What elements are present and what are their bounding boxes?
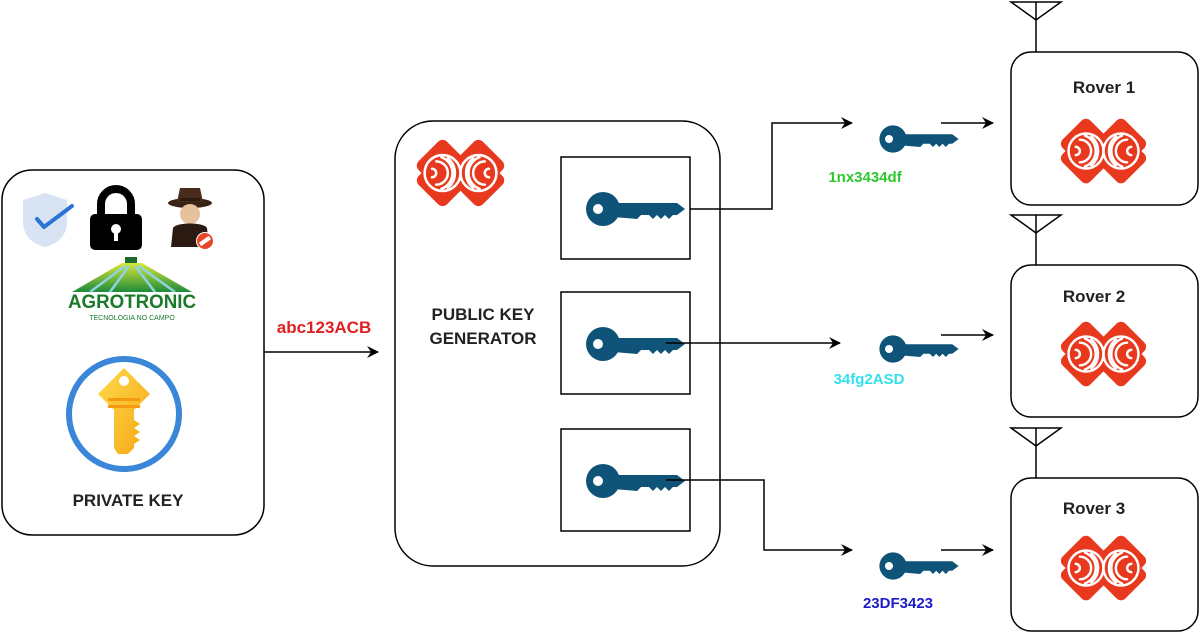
transmitted-key-1: 1nx3434df [828, 117, 994, 186]
rover-frame [1010, 51, 1199, 206]
public-key-icon [879, 552, 959, 580]
public-key-value: 34fg2ASD [834, 371, 905, 388]
agrotronic-logo: AGROTRONIC TECNOLOGIA NO CAMPO [68, 257, 196, 322]
transmitted-key-2: 34fg2ASD [834, 329, 994, 388]
private-key-label: PRIVATE KEY [73, 491, 184, 510]
generator-title-line1: PUBLIC KEY [432, 305, 536, 324]
antenna-icon [1010, 214, 1062, 266]
transmitted-key-3: 23DF3423 [863, 544, 994, 612]
antenna-icon [1010, 427, 1062, 479]
rover-label: Rover 1 [1073, 78, 1135, 97]
connector-1 [690, 117, 853, 210]
public-key-icon [879, 125, 959, 153]
shield-check-icon [23, 193, 74, 247]
public-key-generator-panel[interactable]: PUBLIC KEY GENERATOR [394, 120, 721, 567]
agrotronic-logo-tagline: TECNOLOGIA NO CAMPO [89, 315, 175, 322]
rover-label: Rover 3 [1063, 499, 1125, 518]
spy-blocked-icon [168, 188, 214, 250]
rover-2[interactable]: Rover 2 [1010, 214, 1199, 418]
public-key-icon [879, 335, 959, 363]
rover-label: Rover 2 [1063, 287, 1125, 306]
connector-3 [666, 479, 853, 556]
private-key-panel[interactable]: AGROTRONIC TECNOLOGIA NO CAMPO PRIVATE K… [1, 169, 265, 536]
rover-1[interactable]: Rover 1 [1010, 1, 1199, 206]
public-key-value: 1nx3434df [828, 169, 902, 186]
public-key-value: 23DF3423 [863, 595, 933, 612]
private-key-value: abc123ACB [277, 318, 372, 337]
generator-title-line2: GENERATOR [429, 329, 536, 348]
golden-key-icon [66, 356, 182, 472]
padlock-icon [90, 185, 142, 250]
antenna-icon [1010, 1, 1062, 53]
key-slot-1[interactable] [560, 156, 691, 260]
rover-3[interactable]: Rover 3 [1010, 427, 1199, 632]
agrotronic-logo-name: AGROTRONIC [68, 292, 196, 313]
